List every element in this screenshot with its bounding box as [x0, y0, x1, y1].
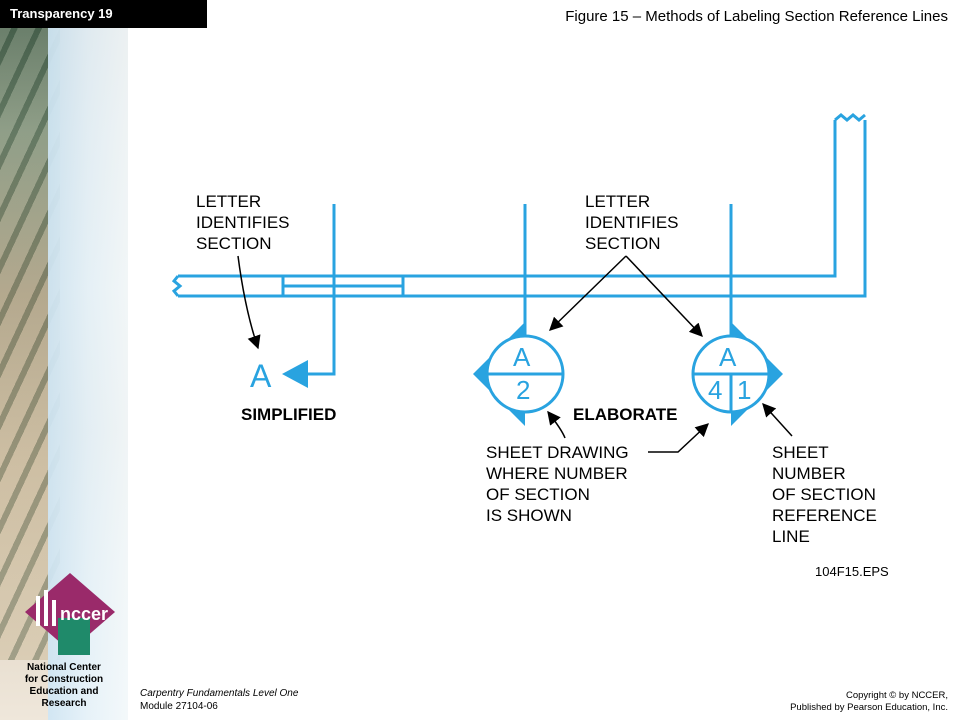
- simplified-caption: SIMPLIFIED: [241, 405, 336, 424]
- section-letter: A: [513, 342, 531, 372]
- elaborate-callout-line: LETTER: [585, 192, 650, 211]
- sheet-number: 1: [737, 375, 751, 405]
- wall-outline: [171, 113, 867, 298]
- note-arrow: [648, 423, 709, 453]
- sheet-drawing-note-line: WHERE NUMBER: [486, 464, 628, 483]
- org-line: Research: [41, 698, 87, 709]
- elaborate-symbol-left: A 2: [473, 204, 565, 426]
- break-symbol: [171, 275, 183, 297]
- sheet-number-note-line: OF SECTION: [772, 485, 876, 504]
- sheet-drawing-note-line: SHEET DRAWING: [486, 443, 629, 462]
- section-reference-diagram: A SIMPLIFIED LETTER IDENTIFIES SECTION A…: [171, 113, 889, 579]
- section-letter: A: [250, 358, 272, 394]
- sheet-number-note-line: NUMBER: [772, 464, 846, 483]
- break-symbol: [834, 113, 866, 122]
- figure-title: Figure 15 – Methods of Labeling Section …: [565, 8, 948, 25]
- section-line-simplified: [306, 204, 336, 376]
- elaborate-symbol-right: A 4 1: [691, 204, 783, 426]
- sheet-drawing-note-line: IS SHOWN: [486, 506, 572, 525]
- module-number: Module 27104-06: [140, 701, 218, 712]
- org-name: National Center for Construction Educati…: [14, 662, 114, 710]
- publisher-line: Published by Pearson Education, Inc.: [790, 702, 948, 713]
- copyright-line: Copyright © by NCCER,: [845, 690, 948, 701]
- course-title: Carpentry Fundamentals Level One: [140, 688, 299, 699]
- logo-bar: [44, 590, 48, 626]
- callout-arrow: [549, 255, 627, 331]
- simplified-callout-line: SECTION: [196, 234, 272, 253]
- section-letter: A: [719, 342, 737, 372]
- simplified-callout-line: IDENTIFIES: [196, 213, 290, 232]
- file-id: 104F15.EPS: [815, 564, 889, 579]
- simplified-callout-line: LETTER: [196, 192, 261, 211]
- sheet-number-note-line: SHEET: [772, 443, 829, 462]
- logo-bar: [52, 600, 56, 626]
- sheet-drawing-note-line: OF SECTION: [486, 485, 590, 504]
- callout-arrow: [237, 255, 261, 350]
- org-line: Education and: [29, 686, 99, 697]
- elaborate-callout-line: IDENTIFIES: [585, 213, 679, 232]
- note-arrow: [762, 402, 793, 437]
- logo-bar: [36, 596, 40, 626]
- sheet-number-note-line: LINE: [772, 527, 810, 546]
- logo-diamond-bottom: [58, 618, 90, 655]
- wall-bottom-line: [178, 120, 867, 298]
- nccer-logo: nccer: [25, 573, 115, 655]
- sidebar-decoration: nccer: [0, 0, 128, 720]
- elaborate-callout-line: SECTION: [585, 234, 661, 253]
- transparency-badge: Transparency 19: [0, 0, 207, 28]
- sheet-number: 4: [708, 375, 722, 405]
- callout-arrow: [625, 255, 703, 337]
- wall-top-line: [178, 120, 837, 278]
- note-arrow: [547, 410, 566, 439]
- sheet-number-note-line: REFERENCE: [772, 506, 877, 525]
- org-line: National Center: [27, 662, 101, 673]
- simplified-symbol: A SIMPLIFIED: [241, 204, 336, 424]
- section-arrowhead: [282, 360, 308, 388]
- logo-text: nccer: [60, 604, 108, 624]
- org-line: for Construction: [24, 674, 104, 685]
- elaborate-caption: ELABORATE: [573, 405, 678, 424]
- sheet-number: 2: [516, 375, 530, 405]
